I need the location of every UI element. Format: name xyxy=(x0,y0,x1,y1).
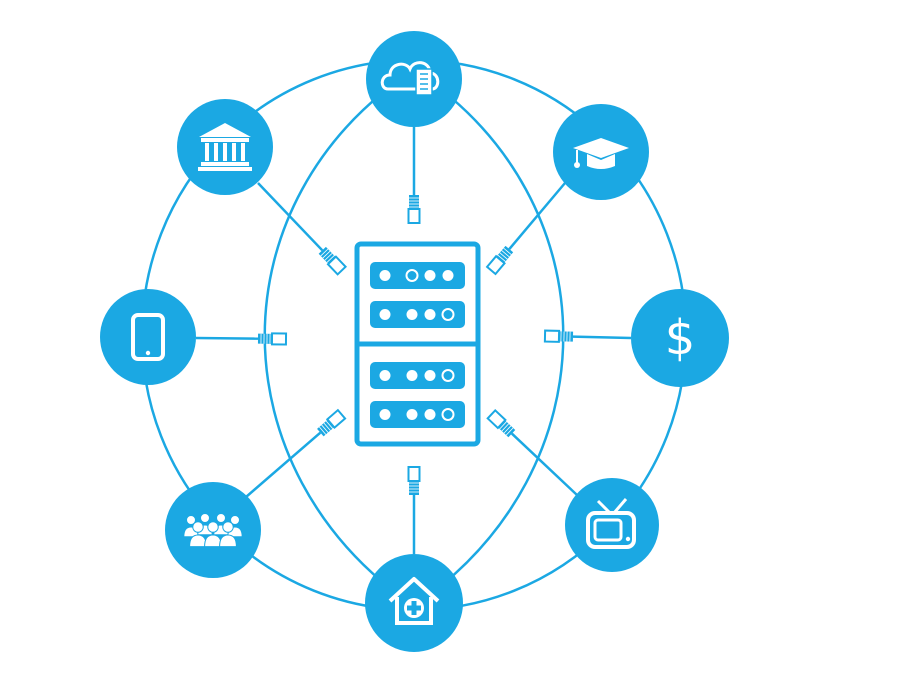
rj45-connector xyxy=(407,195,421,224)
tablet-icon xyxy=(131,313,165,361)
status-led-on xyxy=(424,309,436,320)
status-led-on xyxy=(406,409,418,420)
people-group-icon xyxy=(183,513,243,548)
status-led-on xyxy=(406,309,418,320)
tv-icon xyxy=(586,498,636,549)
status-led-off xyxy=(405,269,419,282)
rj45-connector xyxy=(543,329,574,343)
status-led-on xyxy=(424,409,436,420)
node-education xyxy=(553,104,649,200)
node-finance: $ xyxy=(631,289,729,387)
status-led-off xyxy=(441,308,455,321)
status-led-off xyxy=(441,369,455,382)
node-circle xyxy=(631,289,729,387)
graduation-cap-icon xyxy=(573,138,629,169)
status-led-on xyxy=(442,270,454,281)
rj45-connector xyxy=(318,246,348,276)
server-rack xyxy=(354,241,481,447)
cloud-server-icon xyxy=(380,61,440,96)
cable-layer xyxy=(195,127,632,554)
status-led-on xyxy=(379,370,391,381)
cable-cloud xyxy=(407,127,421,224)
node-healthcare xyxy=(365,554,463,652)
status-led-on xyxy=(379,270,391,281)
rj45-connector xyxy=(407,466,421,495)
status-led-on xyxy=(379,309,391,320)
server-unit xyxy=(370,401,465,428)
server-unit xyxy=(370,262,465,289)
node-layer: $ xyxy=(100,31,729,652)
dollar-icon: $ xyxy=(665,310,696,366)
status-led-on xyxy=(424,270,436,281)
node-circle xyxy=(565,478,659,572)
status-led-on xyxy=(379,409,391,420)
status-led-on xyxy=(424,370,436,381)
cable-mobile xyxy=(195,332,288,346)
node-media xyxy=(565,478,659,572)
node-cloud xyxy=(366,31,462,127)
node-circle xyxy=(100,289,196,385)
medical-house-icon xyxy=(388,577,440,625)
svg-text:$: $ xyxy=(665,310,696,366)
bank-building-icon xyxy=(198,123,252,171)
server-unit xyxy=(370,301,465,328)
rj45-connector xyxy=(317,408,347,437)
node-circle xyxy=(366,31,462,127)
status-led-off xyxy=(441,408,455,421)
cable-media xyxy=(486,408,578,496)
cable-healthcare xyxy=(407,466,421,554)
rj45-connector xyxy=(485,245,514,276)
server-unit xyxy=(370,362,465,389)
node-mobile xyxy=(100,289,196,385)
node-government xyxy=(177,99,273,195)
rj45-connector xyxy=(486,408,516,438)
cable-community xyxy=(245,408,347,498)
rj45-connector xyxy=(257,332,288,346)
status-led-on xyxy=(406,370,418,381)
node-community xyxy=(165,482,261,578)
cable-education xyxy=(485,182,566,276)
cable-finance xyxy=(543,329,632,343)
cable-government xyxy=(257,182,348,276)
